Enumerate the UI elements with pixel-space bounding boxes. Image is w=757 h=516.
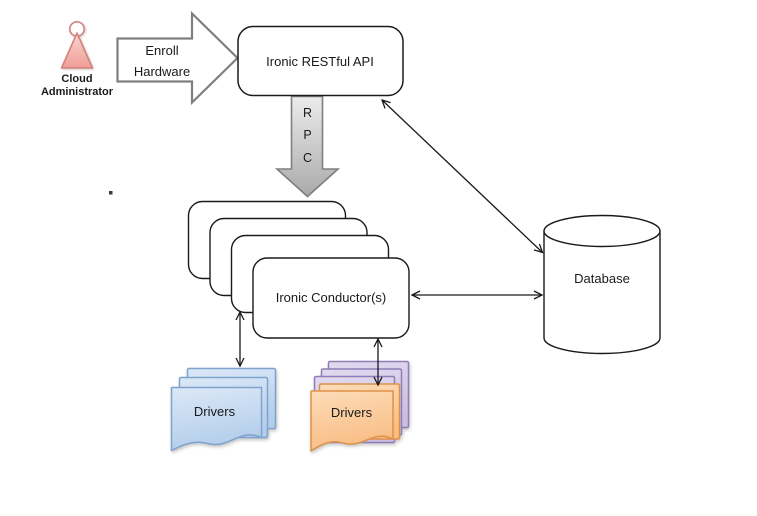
enroll-label-line2: Hardware xyxy=(133,64,191,79)
database-cylinder xyxy=(543,214,661,355)
ironic-restful-api-label: Ironic RESTful API xyxy=(266,53,374,69)
conductor-node-front xyxy=(252,257,410,339)
stray-dot xyxy=(109,191,113,195)
ironic-conductors-label: Ironic Conductor(s) xyxy=(275,290,387,305)
connector-lines xyxy=(240,100,543,385)
rpc-label: R P C xyxy=(303,102,312,170)
database-label: Database xyxy=(574,270,630,286)
actor-label-line2: Administrator xyxy=(40,86,114,98)
drivers-blue-label: Drivers xyxy=(193,404,236,419)
enroll-label-line1: Enroll xyxy=(145,43,179,58)
cloud-administrator-label: Cloud Administrator xyxy=(41,73,113,99)
rpc-letter-r: R xyxy=(302,105,313,120)
database-top xyxy=(543,214,661,248)
drivers-orange-label: Drivers xyxy=(330,405,373,420)
actor-label-line1: Cloud xyxy=(61,73,93,85)
database-body xyxy=(543,231,661,355)
connector-api-database xyxy=(382,100,543,253)
person-body xyxy=(60,32,94,69)
drivers-blue-stack xyxy=(170,367,277,452)
blue-doc-front xyxy=(170,386,263,452)
ironic-conductors-stack xyxy=(187,200,410,339)
enroll-hardware-block-arrow xyxy=(116,10,240,106)
enroll-hardware-label: Enroll Hardware xyxy=(134,40,190,82)
rpc-letter-p: P xyxy=(303,128,312,143)
rpc-block-arrow xyxy=(274,95,341,198)
rpc-letter-c: C xyxy=(302,150,313,165)
cloud-administrator-icon xyxy=(60,20,94,69)
ironic-restful-api-node xyxy=(237,25,404,97)
orange-doc-front xyxy=(310,390,394,452)
